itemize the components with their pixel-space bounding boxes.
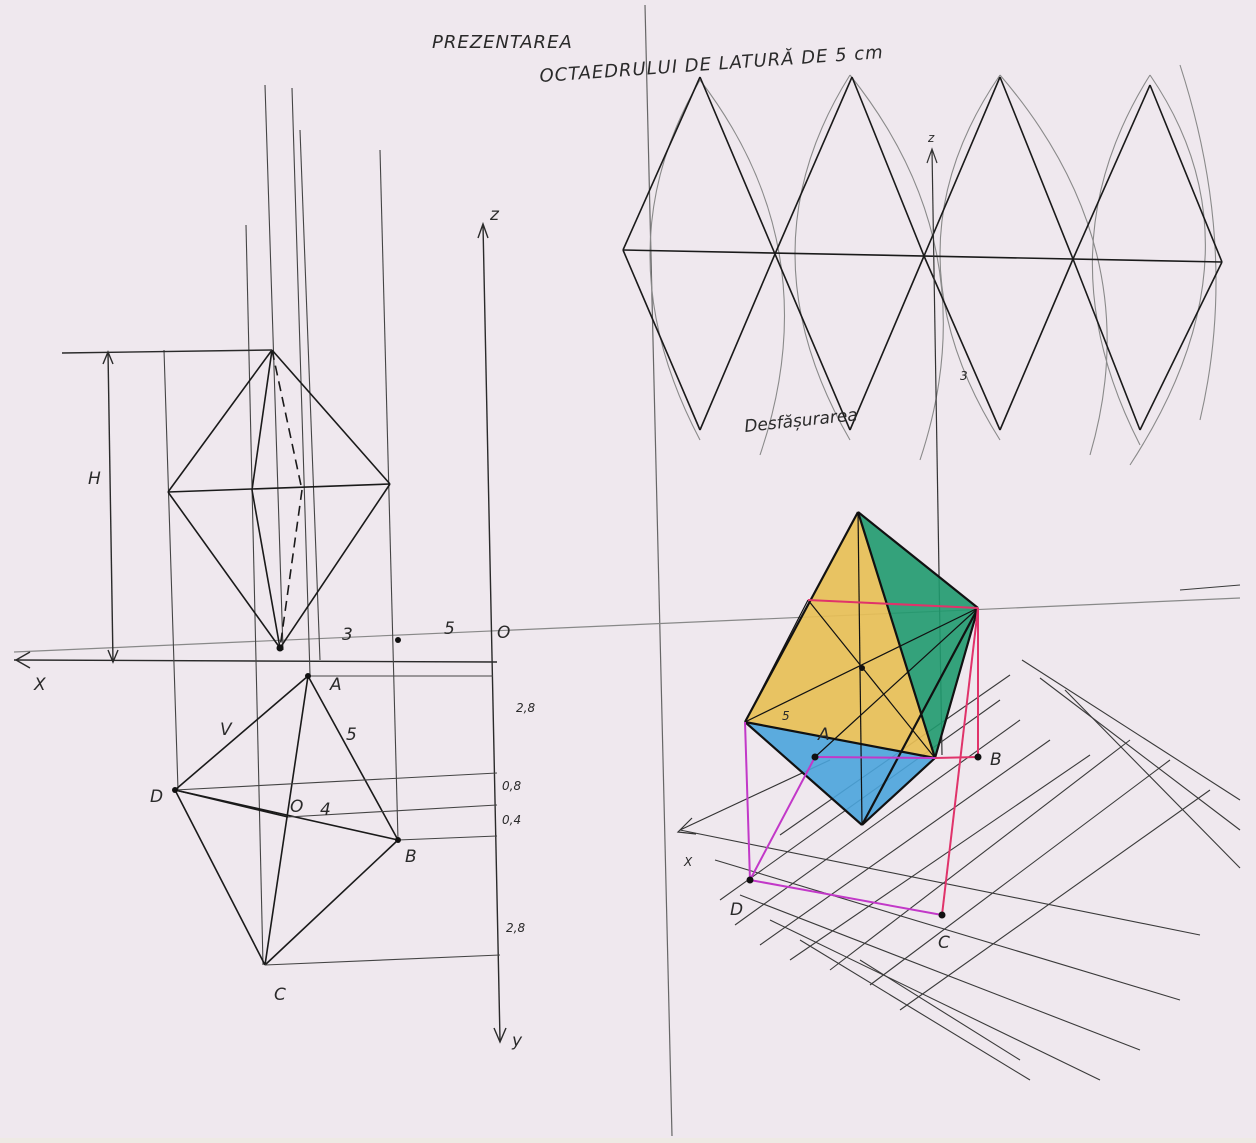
axo-points bbox=[746, 665, 982, 919]
face-yellow bbox=[745, 512, 935, 758]
axo-point-c-label: C bbox=[938, 933, 950, 953]
octahedron-edges bbox=[744, 511, 980, 826]
point-o-label: O bbox=[290, 797, 303, 817]
dim-0-8: 0,8 bbox=[502, 779, 521, 793]
axonometric-labels: A B C D 3 5 bbox=[730, 369, 1002, 953]
axis-y-label: y bbox=[511, 1031, 523, 1051]
title-line-1: PREZENTAREA bbox=[432, 32, 573, 53]
origin-label: O bbox=[497, 623, 510, 643]
oblique-grid bbox=[679, 584, 1241, 1081]
axo-dim-3: 3 bbox=[960, 369, 968, 383]
construction-arcs bbox=[649, 64, 1217, 466]
axo-x-label: X bbox=[683, 855, 693, 869]
dim-4: 4 bbox=[320, 800, 331, 820]
fold-lines bbox=[13, 4, 1241, 1137]
dim-2-8-top: 2,8 bbox=[516, 701, 535, 715]
point-b-label: B bbox=[405, 847, 417, 867]
height-label: H bbox=[88, 469, 101, 489]
pink-construction bbox=[807, 599, 979, 916]
face-blue bbox=[745, 722, 935, 825]
projection-lines bbox=[163, 84, 399, 966]
development-label: Desfășurarea bbox=[743, 405, 858, 437]
dim-5-edge: 5 bbox=[346, 725, 357, 745]
dim-3: 3 bbox=[342, 625, 353, 645]
top-view bbox=[174, 675, 399, 966]
axo-dim-5: 5 bbox=[782, 709, 790, 723]
front-view bbox=[167, 349, 391, 649]
orthographic-labels: X z y O H A B C D O 3 5 2,8 0,8 0,4 2,8 … bbox=[33, 205, 535, 1051]
height-dimension bbox=[61, 349, 273, 664]
face-green bbox=[858, 512, 978, 758]
net-edges bbox=[622, 76, 1223, 431]
axo-z-label: z bbox=[927, 131, 935, 145]
orthographic-view bbox=[13, 84, 507, 1044]
ox-arrow bbox=[14, 651, 31, 669]
point-d-label: D bbox=[150, 787, 163, 807]
development-net bbox=[622, 64, 1223, 466]
title-line-2: OCTAEDRULUI DE LATURĂ DE 5 cm bbox=[539, 41, 885, 87]
zy-axis bbox=[482, 224, 501, 1041]
z-arrow-icon bbox=[477, 221, 489, 239]
axis-x-label: X bbox=[33, 675, 46, 695]
axo-point-d-label: D bbox=[730, 900, 743, 920]
axonometric-view: z X bbox=[676, 131, 1241, 1081]
dim-0-4: 0,4 bbox=[502, 813, 521, 827]
reference-lines bbox=[174, 675, 501, 966]
axo-point-a-label: A bbox=[817, 725, 830, 745]
magenta-construction bbox=[744, 721, 943, 916]
point-c-label: C bbox=[274, 985, 286, 1005]
dim-5: 5 bbox=[444, 619, 455, 639]
dim-v: V bbox=[220, 720, 233, 740]
axo-point-b-label: B bbox=[990, 750, 1002, 770]
dim-2-8-bottom: 2,8 bbox=[506, 921, 525, 935]
point-a-label: A bbox=[329, 675, 342, 695]
axis-z-label: z bbox=[489, 205, 500, 225]
y-arrow-icon bbox=[493, 1027, 507, 1044]
